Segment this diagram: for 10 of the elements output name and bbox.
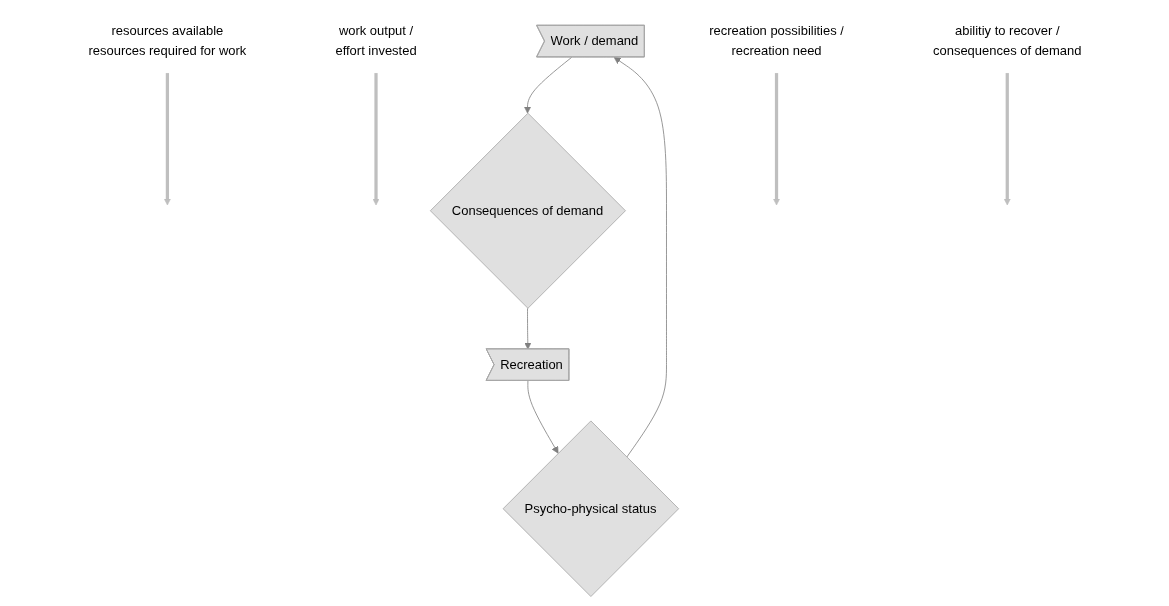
node-text: abilitiy to recover / consequences of demand — [932, 24, 1081, 58]
arrow — [772, 72, 780, 206]
arrow — [1003, 72, 1011, 206]
node-diamond: Consequences of demand — [429, 112, 626, 309]
arrow — [163, 72, 171, 206]
node-diamond: Psycho-physical status — [502, 420, 679, 597]
node-text: work output / effort invested — [334, 24, 417, 58]
node-text: resources available resources required for work — [88, 24, 246, 58]
node-text: recreation possibilities / recreation need — [708, 24, 844, 58]
arrow — [371, 72, 380, 206]
